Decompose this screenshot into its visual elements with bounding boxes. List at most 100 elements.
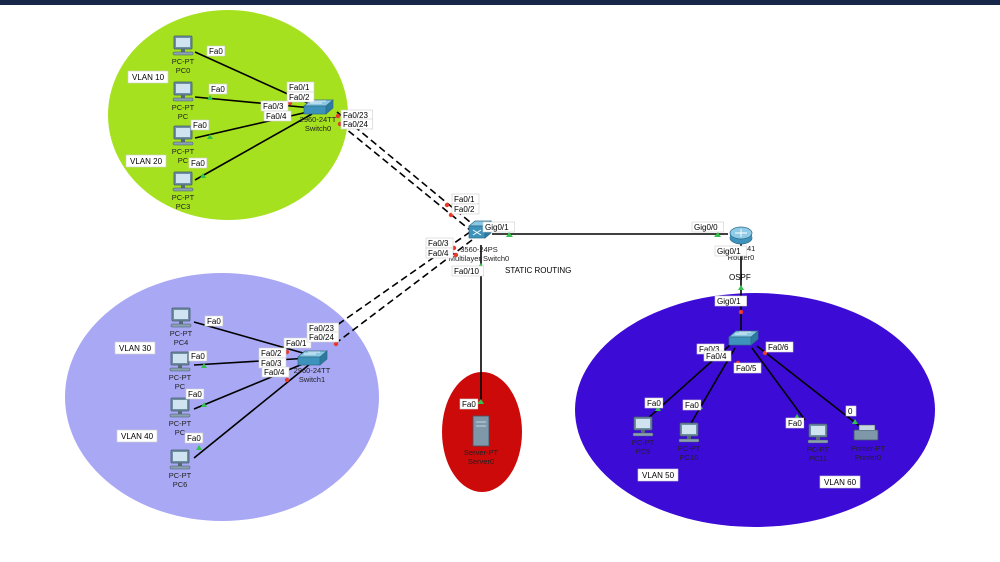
vlan-30-label: VLAN 30: [114, 341, 156, 355]
link: [193, 360, 311, 410]
vlan-50-60-zone: [575, 293, 935, 527]
device-type: PC-PT: [172, 193, 195, 202]
port-label: Fa0/2: [261, 349, 282, 358]
port-label: Fa0: [788, 419, 802, 428]
port-label-box: [785, 417, 805, 429]
svg-text:VLAN 10: VLAN 10: [132, 73, 165, 82]
port-label: Fa0/3: [263, 102, 284, 111]
device-type: PC-PT: [172, 147, 195, 156]
svg-text:VLAN 50: VLAN 50: [642, 471, 675, 480]
port-label: Fa0/23: [309, 324, 334, 333]
link: [193, 363, 311, 459]
port-label: Fa0: [207, 317, 221, 326]
pc1[interactable]: PC-PT PC: [172, 81, 195, 121]
port-label-box: [340, 118, 373, 130]
router0[interactable]: 1941 Router0: [728, 226, 756, 262]
port-label-box: [185, 388, 205, 400]
port-label: Fa0/1: [289, 83, 310, 92]
vlan-20-label: VLAN 20: [125, 154, 167, 168]
port-label-box: [206, 45, 226, 57]
device-name: PC: [175, 382, 186, 391]
pc2[interactable]: PC-PT PC: [172, 125, 195, 165]
port-label: Fa0/23: [343, 111, 368, 120]
device-type: PC-PT: [172, 103, 195, 112]
port-label-box: [204, 315, 224, 327]
port-label: Fa0/24: [343, 120, 368, 129]
pc5[interactable]: PC-PT PC: [169, 351, 192, 391]
port-label-box: [714, 295, 747, 307]
device-type: Server-PT: [464, 448, 499, 457]
device-type: PC-PT: [632, 438, 655, 447]
pc4[interactable]: PC-PT PC4: [170, 307, 193, 347]
device-type: PC-PT: [169, 419, 192, 428]
device-type: PC-PT: [169, 471, 192, 480]
device-name: Switch0: [305, 124, 331, 133]
port-label-box: [425, 247, 454, 259]
server0[interactable]: Server-PT Server0: [464, 415, 499, 466]
link: [193, 321, 311, 356]
port-label-box: [451, 203, 480, 215]
port-label: Fa0: [187, 434, 201, 443]
port-label: Fa0/6: [768, 343, 789, 352]
port-label-box: [703, 350, 732, 362]
port-label: Fa0/4: [266, 112, 287, 121]
title-bar: [0, 0, 1000, 5]
device-type: PC-PT: [807, 445, 830, 454]
printer0[interactable]: Printer-PT Printer0: [851, 424, 886, 462]
pc7[interactable]: PC-PT PC6: [169, 449, 192, 489]
link: [756, 345, 863, 429]
static-routing-label: STATIC ROUTING: [505, 266, 571, 275]
device-type: PC-PT: [170, 329, 193, 338]
svg-text:VLAN 30: VLAN 30: [119, 344, 152, 353]
port-label-box: [188, 350, 208, 362]
device-name: Printer0: [855, 453, 881, 462]
port-label: Fa0: [211, 85, 225, 94]
device-type: 1941: [739, 244, 756, 253]
device-name: Switch1: [299, 375, 325, 384]
switch2[interactable]: [728, 330, 759, 346]
port-label: Fa0: [209, 47, 223, 56]
port-label: Fa0/4: [428, 249, 449, 258]
port-label: Fa0: [193, 121, 207, 130]
vlan-10-label: VLAN 10: [127, 70, 169, 84]
svg-text:VLAN 40: VLAN 40: [121, 432, 154, 441]
device-name: PC: [178, 112, 189, 121]
pc10[interactable]: PC-PT PC10: [678, 422, 701, 462]
port-label-box: [261, 366, 290, 378]
port-label-box: [682, 399, 702, 411]
port-label: Fa0/3: [261, 359, 282, 368]
pc9[interactable]: PC-PT PC9: [632, 416, 655, 456]
device-type: 3560-24PS: [460, 245, 498, 254]
pc3[interactable]: PC-PT PC3: [172, 171, 195, 211]
device-name: PC: [175, 428, 186, 437]
port-label: Fa0/2: [454, 205, 475, 214]
port-label: Fa0/3: [699, 345, 720, 354]
link: [193, 357, 311, 366]
link: [194, 113, 313, 181]
port-label-box: [691, 221, 724, 233]
switch1[interactable]: 2960-24TT Switch1: [294, 350, 331, 384]
port-label-box: [714, 245, 747, 257]
port-label-box: [459, 398, 479, 410]
port-label-box: [451, 265, 484, 277]
pc6[interactable]: PC-PT PC: [169, 397, 192, 437]
device-name: PC9: [636, 447, 651, 456]
device-name: PC3: [176, 202, 191, 211]
port-label-box: [765, 341, 794, 353]
port-label-box: [208, 83, 228, 95]
ospf-label: OSPF: [729, 273, 751, 282]
switch0[interactable]: 2960-24TT Switch0: [300, 99, 337, 133]
port-label: Fa0/2: [289, 93, 310, 102]
port-label-box: [845, 405, 857, 417]
pc11[interactable]: PC-PT PC11: [807, 423, 830, 463]
link: [194, 110, 313, 139]
pc0[interactable]: PC-PT PC0: [172, 35, 195, 75]
device-type: PC-PT: [169, 373, 192, 382]
port-label-box: [482, 221, 515, 233]
port-label: Gig0/0: [694, 223, 718, 232]
device-type: 2960-24TT: [294, 366, 331, 375]
vlan-60-label: VLAN 60: [819, 475, 861, 489]
device-name: PC6: [173, 480, 188, 489]
device-name: PC10: [680, 453, 699, 462]
